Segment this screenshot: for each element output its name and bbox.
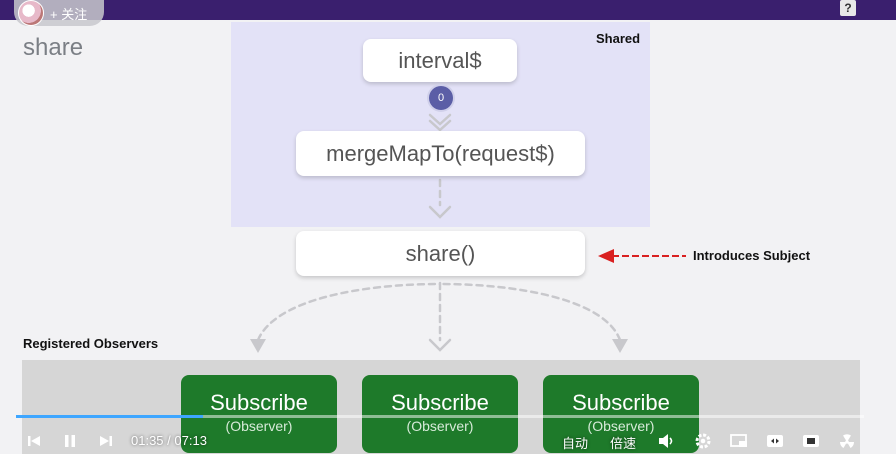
interval-node: interval$ bbox=[363, 39, 517, 82]
observer-subtitle: (Observer) bbox=[225, 418, 293, 434]
current-time: 01:35 bbox=[131, 433, 164, 448]
volume-icon[interactable] bbox=[658, 433, 676, 449]
subscribe-title: Subscribe bbox=[391, 390, 489, 415]
observer-subtitle: (Observer) bbox=[587, 418, 655, 434]
red-arrow-icon bbox=[598, 249, 686, 263]
help-icon[interactable]: ? bbox=[840, 0, 856, 16]
time-separator: / bbox=[167, 433, 171, 448]
observer-subtitle: (Observer) bbox=[406, 418, 474, 434]
total-time: 07:13 bbox=[174, 433, 207, 448]
shared-label: Shared bbox=[596, 31, 641, 46]
follow-button[interactable]: + 关注 bbox=[14, 0, 104, 26]
avatar[interactable] bbox=[18, 0, 44, 26]
pause-icon[interactable] bbox=[62, 433, 78, 449]
subscribe-observer-3: Subscribe (Observer) bbox=[543, 375, 699, 453]
miniplayer-icon[interactable] bbox=[730, 433, 748, 449]
progress-fill bbox=[16, 415, 203, 418]
progress-bar[interactable] bbox=[16, 415, 864, 418]
slide-title: share bbox=[23, 34, 84, 61]
emission-badge: 0 bbox=[429, 86, 453, 110]
chevron-down-icon bbox=[428, 205, 452, 219]
follow-label: + 关注 bbox=[50, 6, 88, 22]
mergemapto-node: mergeMapTo(request$) bbox=[296, 131, 585, 176]
chevron-down-icon bbox=[428, 338, 452, 352]
subscribe-observer-2: Subscribe (Observer) bbox=[362, 375, 518, 453]
fullscreen-icon[interactable] bbox=[802, 433, 820, 449]
playback-speed-button[interactable]: 倍速 bbox=[610, 436, 637, 451]
next-icon[interactable] bbox=[98, 433, 114, 449]
auto-quality-button[interactable]: 自动 bbox=[562, 436, 589, 451]
registered-observers-label: Registered Observers bbox=[23, 336, 159, 351]
chevron-down-icon bbox=[428, 113, 452, 126]
top-bar bbox=[0, 0, 896, 20]
theater-mode-icon[interactable] bbox=[766, 433, 784, 449]
share-node: share() bbox=[296, 231, 585, 276]
subscribe-title: Subscribe bbox=[210, 390, 308, 415]
previous-icon[interactable] bbox=[26, 433, 42, 449]
radiation-icon[interactable] bbox=[838, 433, 856, 449]
subscribe-observer-1: Subscribe (Observer) bbox=[181, 375, 337, 453]
introduces-subject-label: Introduces Subject bbox=[693, 248, 811, 263]
time-display: 01:35 / 07:13 bbox=[131, 433, 207, 448]
settings-gear-icon[interactable] bbox=[695, 433, 711, 449]
subscribe-title: Subscribe bbox=[572, 390, 670, 415]
